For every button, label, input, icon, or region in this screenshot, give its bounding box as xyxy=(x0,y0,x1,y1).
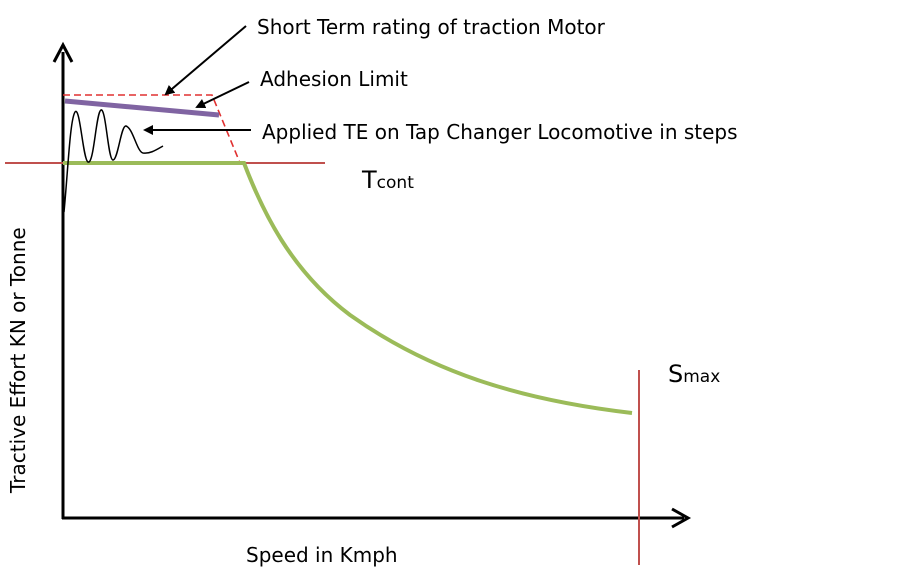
smax-sub: max xyxy=(683,367,720,387)
y-axis-arrowhead xyxy=(52,41,74,63)
adhesion-arrow xyxy=(195,81,250,109)
adhesion-limit-line xyxy=(64,98,220,118)
short-term-arrow xyxy=(164,25,247,96)
short-term-label: Short Term rating of traction Motor xyxy=(257,15,606,39)
short-term-rating-line xyxy=(63,94,241,164)
applied-te-oscillation xyxy=(63,109,164,213)
tcont-label: Tcont xyxy=(361,166,414,194)
tcont-sub: cont xyxy=(377,173,415,193)
smax-main: S xyxy=(668,360,683,388)
y-axis-label: Tractive Effort KN or Tonne xyxy=(6,227,30,494)
tractive-effort-curve xyxy=(63,161,633,415)
applied-te-label: Applied TE on Tap Changer Locomotive in … xyxy=(262,120,738,144)
tcont-main: T xyxy=(361,166,377,194)
x-axis-label: Speed in Kmph xyxy=(246,543,398,567)
adhesion-label: Adhesion Limit xyxy=(260,67,408,91)
smax-label: Smax xyxy=(668,360,720,388)
x-axis-arrowhead xyxy=(671,507,692,529)
